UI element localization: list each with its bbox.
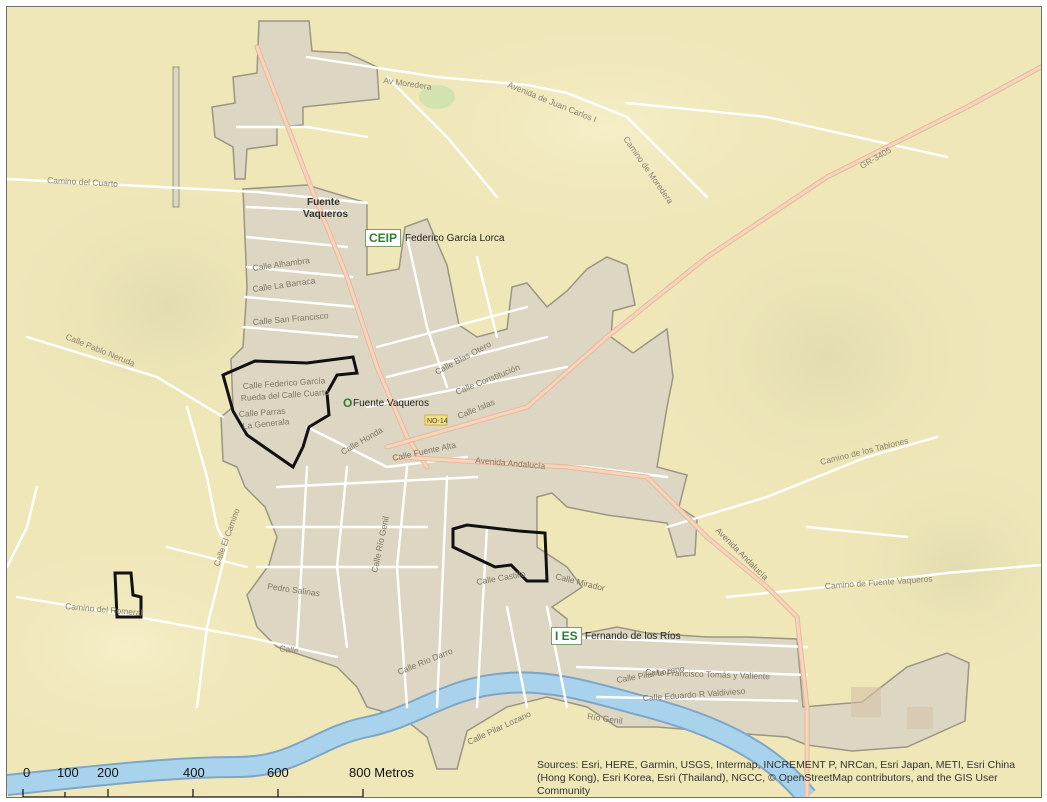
urban-strip	[172, 66, 180, 208]
street-label: Calle Francisco Tomás y Valiente	[645, 667, 770, 681]
terrain-shade	[7, 527, 327, 767]
green-area	[419, 85, 455, 109]
minor-roads	[7, 55, 1041, 709]
scale-bar	[22, 789, 364, 797]
map-view[interactable]: NO-14 Camino del Cuarto Av Moredera Aven…	[6, 6, 1042, 798]
terrain-shade	[627, 187, 1027, 527]
road-badge-label: NO-14	[427, 418, 448, 425]
urban-area	[211, 20, 970, 770]
place-label: Vaqueros	[303, 209, 348, 220]
scale-label: 400	[183, 765, 205, 780]
street-label: Camino del Cuarto	[47, 175, 119, 189]
study-area-west[interactable]	[221, 355, 359, 470]
street-label: La Generala	[242, 416, 290, 431]
poi-badge-town[interactable]: O	[343, 396, 353, 410]
scale-label: 600	[267, 765, 289, 780]
scale-label: 200	[97, 765, 119, 780]
study-area-south[interactable]	[451, 523, 549, 583]
street-label: Calle	[279, 643, 300, 656]
field-patch	[907, 707, 933, 729]
poi-name-ceip[interactable]: Federico García Lorca	[405, 233, 505, 244]
map-attribution: Sources: Esri, HERE, Garmin, USGS, Inter…	[537, 759, 1016, 797]
main-roads	[254, 44, 1041, 797]
street-label: Calle Parras	[238, 406, 285, 419]
poi-badge-ies[interactable]: I ES	[551, 627, 582, 645]
scale-label: 100	[57, 765, 79, 780]
basemap: NO-14 Camino del Cuarto Av Moredera Aven…	[7, 7, 1041, 797]
poi-name-town[interactable]: Fuente Vaqueros	[353, 398, 429, 409]
poi-name-ies[interactable]: Fernando de los Ríos	[585, 631, 681, 642]
scale-label: 800 Metros	[349, 765, 415, 780]
scale-label: 0	[23, 765, 31, 780]
river-label: Río Genil	[587, 711, 624, 726]
terrain-shade	[817, 447, 1041, 687]
river-genil-fill	[7, 673, 815, 797]
place-label: Fuente	[307, 197, 340, 208]
poi-badge-ceip[interactable]: CEIP	[365, 229, 402, 247]
study-area-rural[interactable]	[113, 571, 143, 619]
terrain-shade	[347, 7, 867, 247]
field-patch	[851, 687, 881, 717]
road-badge	[424, 414, 448, 426]
